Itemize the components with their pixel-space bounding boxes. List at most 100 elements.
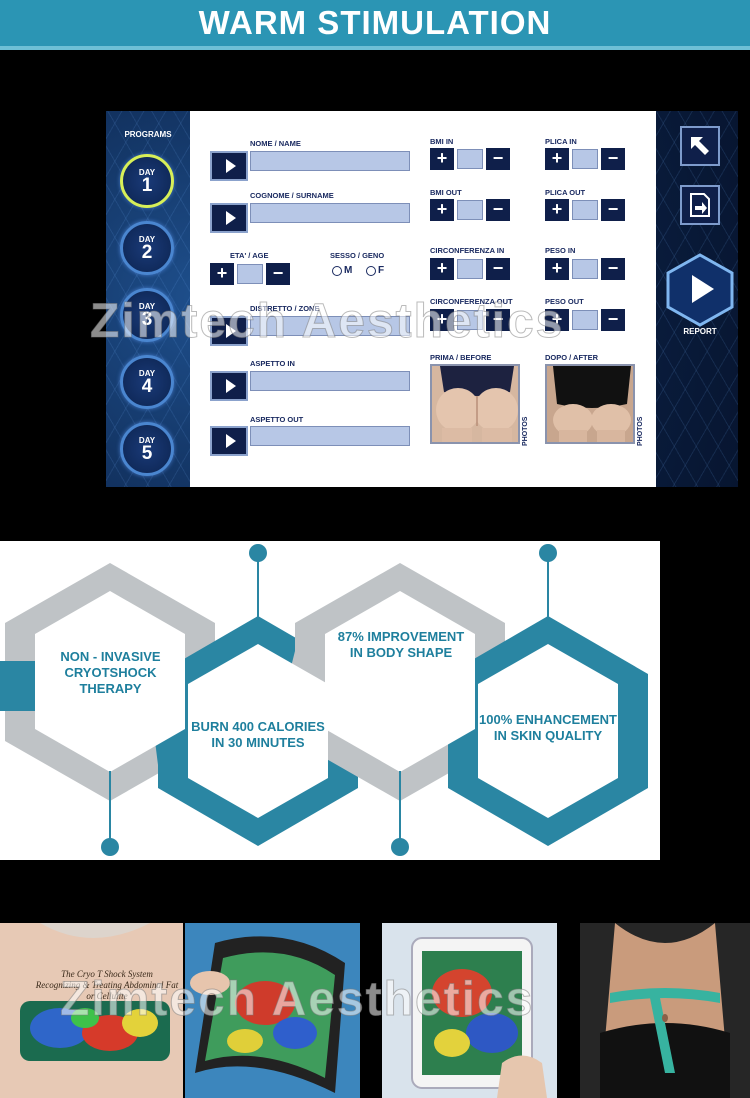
surname-arrow-button[interactable] — [210, 203, 248, 233]
bmi-out-stepper: + − — [430, 199, 510, 221]
aspect-out-arrow-button[interactable] — [210, 426, 248, 456]
aspect-out-field[interactable] — [250, 426, 410, 446]
before-label: PRIMA / BEFORE — [430, 353, 492, 362]
aspect-in-arrow-button[interactable] — [210, 371, 248, 401]
name-field[interactable] — [250, 151, 410, 171]
circ-out-plus-button[interactable]: + — [430, 309, 454, 331]
after-photo[interactable] — [545, 364, 635, 444]
watermark-top: Zimtech Aesthetics — [89, 295, 565, 349]
sex-f-radio[interactable]: F — [366, 265, 384, 276]
hexagon-chain-graphic — [0, 544, 648, 856]
age-value-box[interactable] — [237, 264, 263, 284]
benefit-burn-calories: BURN 400 CALORIES IN 30 MINUTES — [191, 719, 325, 750]
benefit-body-shape: 87% IMPROVEMENT IN BODY SHAPE — [337, 629, 465, 660]
circ-out-stepper: + − — [430, 309, 510, 331]
photo-abdomen-heatmap: The Cryo T Shock System Recognizing & Tr… — [0, 923, 183, 1098]
connector-dot — [249, 544, 267, 562]
app-screen: PROGRAMS DAY 1 DAY 2 DAY 3 DAY 4 DAY 5 N… — [106, 111, 738, 487]
name-arrow-button[interactable] — [210, 151, 248, 181]
plica-in-plus-button[interactable]: + — [545, 148, 569, 170]
age-plus-button[interactable]: + — [210, 263, 234, 285]
benefit-skin-quality: 100% ENHANCEMENT IN SKIN QUALITY — [479, 712, 617, 743]
peso-out-stepper: + − — [545, 309, 625, 331]
sex-m-radio[interactable]: M — [332, 265, 352, 276]
peso-out-value-box[interactable] — [572, 310, 598, 330]
peso-out-plus-button[interactable]: + — [545, 309, 569, 331]
surname-label: COGNOME / SURNAME — [250, 191, 334, 200]
day-3-button[interactable]: DAY 3 — [120, 288, 174, 342]
photo-caption: The Cryo T Shock System Recognizing & Tr… — [35, 969, 179, 1001]
circ-out-minus-button[interactable]: − — [486, 309, 510, 331]
connector-dot — [101, 838, 119, 856]
plica-in-label: PLICA IN — [545, 137, 577, 146]
connector-dot — [391, 838, 409, 856]
programs-title: PROGRAMS — [124, 130, 172, 139]
bmi-out-plus-button[interactable]: + — [430, 199, 454, 221]
day-1-button[interactable]: DAY 1 — [120, 154, 174, 208]
peso-in-plus-button[interactable]: + — [545, 258, 569, 280]
photo-flexible-pad — [185, 923, 360, 1098]
plica-out-minus-button[interactable]: − — [601, 199, 625, 221]
flexible-pad-image — [185, 923, 360, 1098]
before-photo[interactable] — [430, 364, 520, 444]
age-minus-button[interactable]: − — [266, 263, 290, 285]
arrow-up-left-icon — [691, 137, 709, 155]
title-banner: WARM STIMULATION — [0, 0, 750, 50]
bmi-in-value-box[interactable] — [457, 149, 483, 169]
zone-arrow-button[interactable] — [210, 316, 248, 346]
radio-circle-icon — [366, 265, 376, 276]
bmi-out-label: BMI OUT — [430, 188, 462, 197]
day-2-button[interactable]: DAY 2 — [120, 221, 174, 275]
circ-in-label: CIRCONFERENZA IN — [430, 246, 505, 255]
surname-field[interactable] — [250, 203, 410, 223]
photos-label-right: PHOTOS — [637, 416, 644, 446]
day-4-button[interactable]: DAY 4 — [120, 355, 174, 409]
waist-measure-image — [580, 923, 750, 1098]
export-button[interactable] — [680, 185, 720, 225]
photo-tablet-heatmap — [382, 923, 557, 1098]
export-document-icon — [690, 193, 710, 217]
report-label: REPORT — [683, 327, 717, 336]
report-play-icon — [666, 253, 734, 327]
heatmap-belt-image — [0, 923, 183, 1098]
plica-in-stepper: + − — [545, 148, 625, 170]
circ-in-stepper: + − — [430, 258, 510, 280]
bmi-in-minus-button[interactable]: − — [486, 148, 510, 170]
after-label: DOPO / AFTER — [545, 353, 599, 362]
bmi-out-minus-button[interactable]: − — [486, 199, 510, 221]
circ-out-value-box[interactable] — [457, 310, 483, 330]
peso-in-stepper: + − — [545, 258, 625, 280]
after-body-image — [547, 366, 633, 442]
plica-out-label: PLICA OUT — [545, 188, 586, 197]
aspect-out-label: ASPETTO OUT — [250, 415, 304, 424]
plica-out-plus-button[interactable]: + — [545, 199, 569, 221]
watermark-bottom: Zimtech Aesthetics — [59, 973, 535, 1027]
plica-in-value-box[interactable] — [572, 149, 598, 169]
aspect-in-field[interactable] — [250, 371, 410, 391]
bmi-out-value-box[interactable] — [457, 200, 483, 220]
day-5-button[interactable]: DAY 5 — [120, 422, 174, 476]
photo-waist-measure — [580, 923, 750, 1098]
back-button[interactable] — [680, 126, 720, 166]
peso-in-value-box[interactable] — [572, 259, 598, 279]
radio-circle-icon — [332, 265, 342, 276]
plica-in-minus-button[interactable]: − — [601, 148, 625, 170]
zone-label: DISTRETTO / ZONE — [250, 304, 320, 313]
peso-in-minus-button[interactable]: − — [601, 258, 625, 280]
zone-field[interactable] — [250, 316, 410, 336]
report-button[interactable]: REPORT — [662, 251, 738, 341]
name-label: NOME / NAME — [250, 139, 301, 148]
age-stepper: + − — [210, 263, 290, 285]
peso-in-label: PESO IN — [545, 246, 576, 255]
peso-out-label: PESO OUT — [545, 297, 584, 306]
peso-out-minus-button[interactable]: − — [601, 309, 625, 331]
aspect-in-label: ASPETTO IN — [250, 359, 295, 368]
circ-in-plus-button[interactable]: + — [430, 258, 454, 280]
plica-out-stepper: + − — [545, 199, 625, 221]
bmi-in-plus-button[interactable]: + — [430, 148, 454, 170]
tablet-heatmap-image — [382, 923, 557, 1098]
circ-in-minus-button[interactable]: − — [486, 258, 510, 280]
plica-out-value-box[interactable] — [572, 200, 598, 220]
circ-in-value-box[interactable] — [457, 259, 483, 279]
circ-out-label: CIRCONFERENZA OUT — [430, 297, 513, 306]
